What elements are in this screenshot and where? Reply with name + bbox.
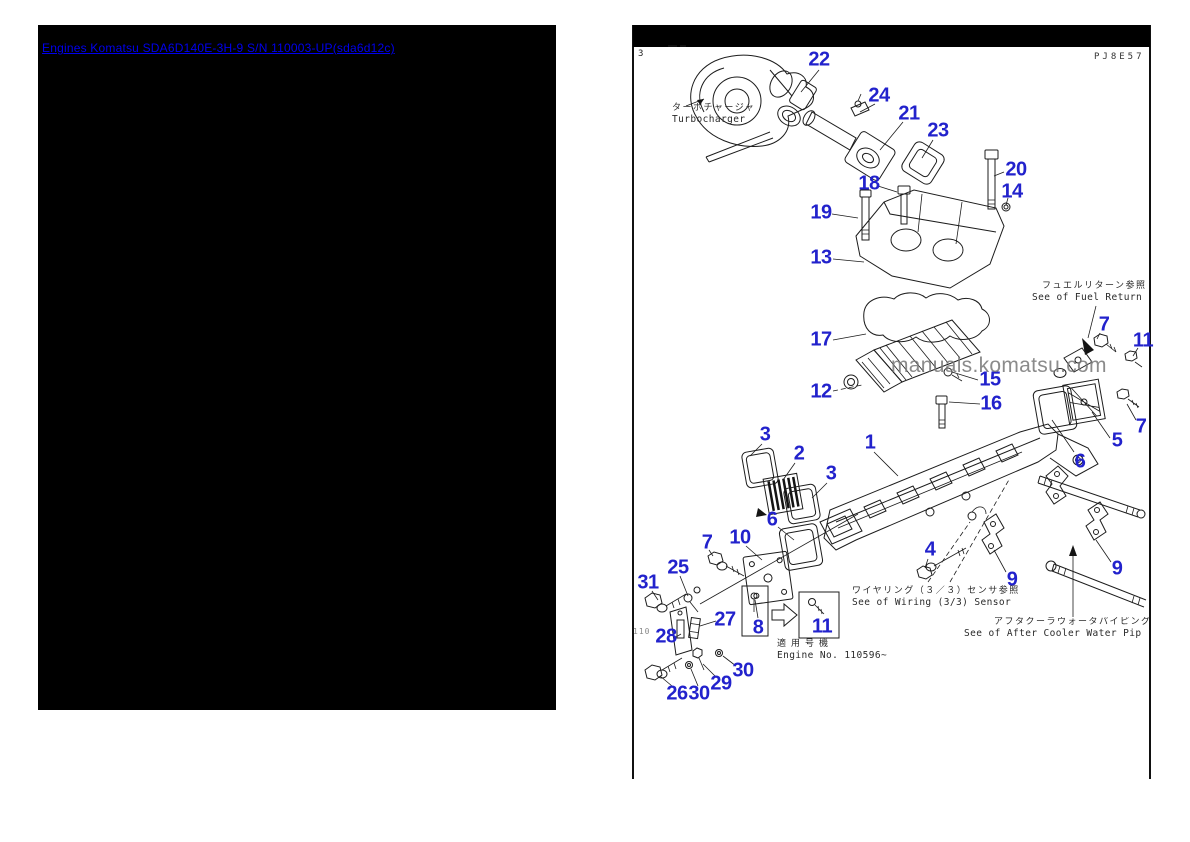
- label-fuel-return: フュエルリターン参照 See of Fuel Return: [1032, 281, 1147, 303]
- callout-1: 1: [864, 431, 876, 454]
- bolts-18-19-20-14: [860, 150, 1010, 240]
- callout-11: 11: [1132, 329, 1154, 352]
- label-wiring-sensor-en: See of Wiring (3/3) Sensor: [852, 597, 1012, 608]
- callout-7: 7: [1135, 415, 1147, 438]
- plate-part-5-and-gasket-6: [1032, 379, 1139, 435]
- page-number: 3: [638, 49, 644, 59]
- label-wiring-sensor: ワイヤリング（３／３）センサ参照 See of Wiring (3/3) Sen…: [852, 586, 1020, 608]
- callout-17: 17: [810, 328, 832, 351]
- callout-3: 3: [825, 462, 837, 485]
- heater-part-2-and-gaskets-3: [741, 447, 821, 524]
- fuel-return-parts: [1054, 306, 1142, 378]
- callout-7: 7: [1098, 313, 1110, 336]
- label-after-cooler-jp: アフタクーラウォータパイピング参照: [994, 617, 1151, 627]
- label-after-cooler: アフタクーラウォータパイピング参照 See of After Cooler Wa…: [964, 617, 1151, 639]
- callout-23: 23: [927, 119, 949, 142]
- manifold-part-13: [856, 190, 1004, 288]
- callout-27: 27: [714, 608, 736, 631]
- tube-part-21: [801, 94, 897, 182]
- callout-13: 13: [810, 246, 832, 269]
- callout-4: 4: [924, 538, 936, 561]
- label-engine-no-en: Engine No. 110596~: [777, 650, 888, 661]
- label-turbocharger-jp: ターボチャージャ: [672, 103, 756, 113]
- callout-31: 31: [637, 571, 659, 594]
- callout-15: 15: [979, 368, 1001, 391]
- plate-code: PJ8E57: [1094, 52, 1145, 62]
- callout-7: 7: [701, 531, 713, 554]
- leader-lines: [652, 70, 1138, 686]
- callout-10: 10: [729, 526, 751, 549]
- stray-text: 110: [633, 627, 651, 636]
- callout-11: 11: [811, 615, 833, 638]
- catalog-breadcrumb-link[interactable]: Engines Komatsu SDA6D140E-3H-9 S/N 11000…: [42, 41, 395, 55]
- page-header-bar: [633, 25, 1150, 47]
- gasket-part-17: [864, 293, 990, 342]
- label-after-cooler-en: See of After Cooler Water Pip: [964, 628, 1142, 639]
- callout-9: 9: [1006, 568, 1018, 591]
- small-parts-cluster: [645, 587, 723, 680]
- intake-manifold-part-1: [820, 424, 1098, 550]
- label-wiring-sensor-jp: ワイヤリング（３／３）センサ参照: [852, 586, 1020, 596]
- callout-22: 22: [808, 48, 830, 71]
- callout-19: 19: [810, 201, 832, 224]
- callout-26: 26: [666, 682, 688, 705]
- label-engine-no-jp: 適用号機: [777, 639, 834, 649]
- callout-24: 24: [868, 84, 890, 107]
- aftercooler-part-12: [844, 320, 980, 428]
- page-border-right: [1149, 25, 1151, 779]
- label-turbocharger-en: Turbocharger: [672, 114, 746, 125]
- gasket-part-23: [900, 140, 947, 187]
- label-turbocharger: ターボチャージャ Turbocharger: [672, 103, 755, 125]
- callout-8: 8: [752, 616, 764, 639]
- callout-18: 18: [858, 172, 880, 195]
- callout-3: 3: [759, 423, 771, 446]
- callout-2: 2: [793, 442, 805, 465]
- callout-14: 14: [1001, 180, 1023, 203]
- callout-25: 25: [667, 556, 689, 579]
- callout-9: 9: [1111, 557, 1123, 580]
- scan-artifact: [680, 45, 686, 47]
- brackets-and-rods-9-4: [917, 466, 1146, 607]
- turbocharger-part: [686, 55, 814, 162]
- label-fuel-return-jp: フュエルリターン参照: [1042, 281, 1147, 291]
- callout-30: 30: [688, 682, 710, 705]
- cover-part-10-and-bolt-7: [708, 551, 793, 605]
- callout-6: 6: [766, 508, 778, 531]
- label-fuel-return-en: See of Fuel Return: [1032, 292, 1143, 303]
- detail-boxes-and-arrow: [742, 586, 839, 638]
- gasket-part-6-lower: [779, 523, 824, 571]
- callout-20: 20: [1005, 158, 1027, 181]
- callout-12: 12: [810, 380, 832, 403]
- label-engine-no: 適用号機 Engine No. 110596~: [777, 639, 887, 661]
- callout-29: 29: [710, 672, 732, 695]
- callout-21: 21: [898, 102, 920, 125]
- callout-5: 5: [1111, 429, 1123, 452]
- watermark: manuals.komatsu.com: [891, 354, 1107, 377]
- callout-16: 16: [980, 392, 1002, 415]
- scan-artifact: [668, 45, 677, 47]
- callout-30: 30: [732, 659, 754, 682]
- page-border-left: [632, 25, 634, 779]
- callout-6: 6: [1074, 450, 1086, 473]
- hose-part-22: [774, 79, 817, 130]
- left-cover-panel: Engines Komatsu SDA6D140E-3H-9 S/N 11000…: [38, 25, 556, 710]
- callout-28: 28: [655, 625, 677, 648]
